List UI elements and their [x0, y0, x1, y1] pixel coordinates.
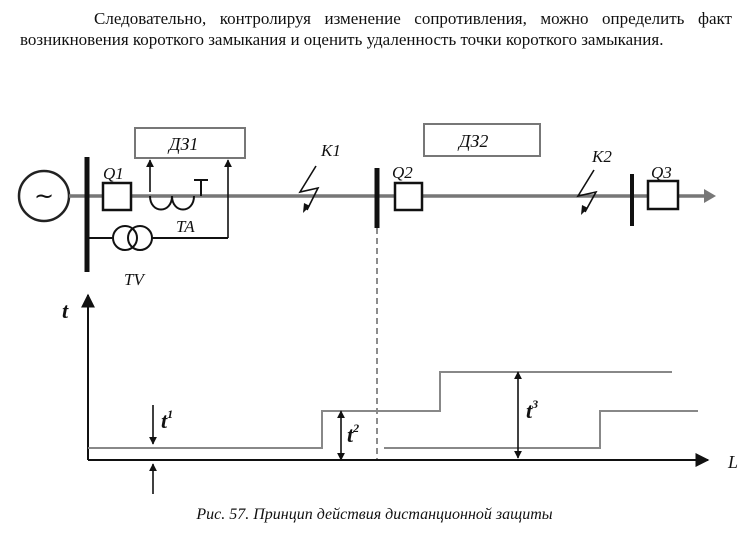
voltage-transformer-coil-1	[112, 225, 138, 251]
t-axis-label: t	[62, 298, 69, 323]
fault-k1-arrowhead	[303, 203, 310, 213]
t1-index: 1	[167, 407, 173, 421]
label-k2: K2	[591, 147, 612, 166]
label-q3: Q3	[651, 163, 672, 182]
t2-label: t2	[347, 421, 359, 447]
one-line-scheme: ~ Q1 Q2 Q3 TA ДЗ1 TV ДЗ2	[17, 123, 716, 460]
label-dz1: ДЗ1	[167, 134, 198, 154]
l-axis-label: L	[727, 452, 738, 472]
relay-2-time-characteristic	[384, 410, 698, 449]
breaker-q3	[646, 179, 680, 211]
label-dz2: ДЗ2	[457, 131, 488, 151]
generator-sign: ~	[34, 182, 54, 210]
relay-1-time-characteristic	[88, 371, 672, 449]
t2-index: 2	[352, 421, 359, 435]
fault-k1-symbol	[298, 165, 320, 211]
label-k1: K1	[320, 141, 341, 160]
time-distance-chart: t L t1 t2 t3	[62, 293, 738, 494]
t1-label: t1	[161, 407, 173, 433]
t3-label: t3	[526, 397, 538, 423]
relay-dz1	[134, 127, 246, 159]
current-transformer-coils	[149, 195, 195, 211]
fault-k2-symbol	[576, 169, 598, 213]
label-tv: TV	[124, 270, 146, 289]
label-q2: Q2	[392, 163, 413, 182]
breaker-q1	[101, 181, 133, 212]
main-line-arrow	[704, 189, 716, 203]
label-ta: TA	[176, 217, 195, 236]
fault-k2-arrowhead	[581, 205, 588, 215]
label-q1: Q1	[103, 164, 124, 183]
relay-dz2	[423, 123, 541, 157]
body-paragraph: Следовательно, контролируя изменение соп…	[20, 9, 732, 49]
breaker-q2	[393, 181, 424, 212]
t3-index: 3	[531, 397, 538, 411]
figure-caption: Рис. 57. Принцип действия дистанционной …	[196, 506, 553, 523]
voltage-transformer-coil-2	[127, 225, 153, 251]
